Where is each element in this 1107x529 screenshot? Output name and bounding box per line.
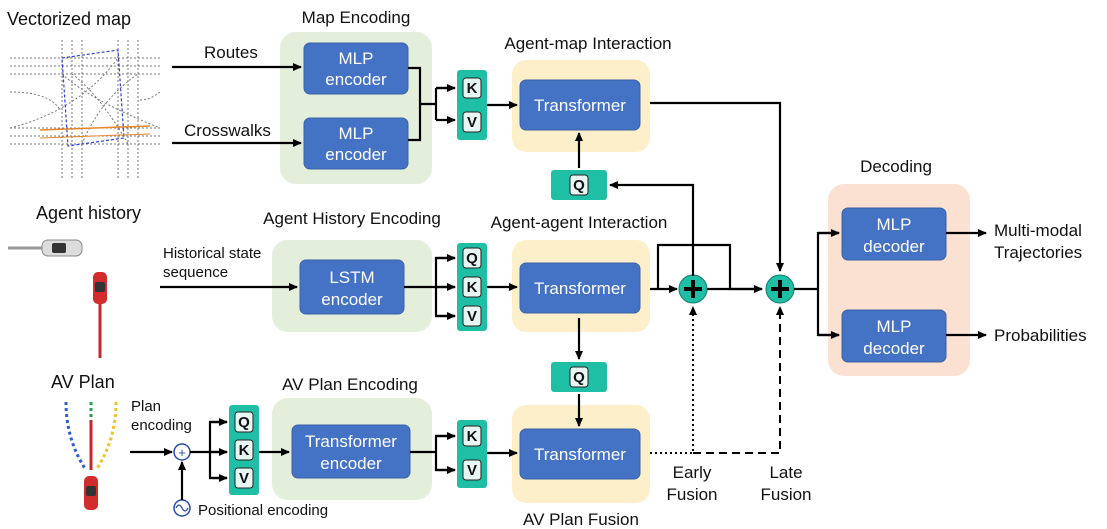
- transformer-av-plan-fusion-label: Transformer: [534, 445, 626, 464]
- plan-qkv-split: [190, 420, 227, 480]
- k-token-history: K: [467, 279, 478, 296]
- mlp-decoder-trajectories-line2: decoder: [863, 237, 925, 256]
- k-token-fusion: K: [467, 428, 478, 445]
- v-token-plan: V: [239, 470, 249, 487]
- av-plan-encoding-title: AV Plan Encoding: [282, 375, 418, 394]
- late-fusion-add: [765, 274, 795, 304]
- mlp-encoder-crosswalks-line1: MLP: [339, 124, 374, 143]
- crosswalks-label: Crosswalks: [184, 121, 271, 140]
- mlp-encoder-routes: MLP encoder: [303, 42, 409, 95]
- q-token-plan: Q: [238, 414, 250, 431]
- lstm-encoder-line2: encoder: [321, 290, 383, 309]
- transformer-agent-map-label: Transformer: [534, 96, 626, 115]
- agent-map-output: [650, 101, 784, 272]
- v-token-history: V: [467, 308, 477, 325]
- transformer-encoder: Transformer encoder: [291, 424, 411, 479]
- map-encoders-merge: [408, 66, 436, 142]
- k-token-map: K: [467, 80, 478, 97]
- mlp-decoder-probabilities-line2: decoder: [863, 339, 925, 358]
- early-fusion-add: [678, 274, 708, 304]
- v-token-fusion: V: [467, 462, 477, 479]
- map-encoding-title: Map Encoding: [302, 8, 411, 27]
- probabilities-output: Probabilities: [994, 326, 1087, 345]
- mlp-encoder-routes-line2: encoder: [325, 70, 387, 89]
- mlp-decoder-trajectories: MLP decoder: [841, 207, 947, 261]
- lstm-encoder: LSTM encoder: [299, 259, 405, 315]
- multimodal-output-1: Multi-modal: [994, 221, 1082, 240]
- agent-agent-interaction-title: Agent-agent Interaction: [491, 213, 668, 232]
- plan-encoding-label-1: Plan: [131, 398, 161, 415]
- mlp-encoder-crosswalks: MLP encoder: [303, 117, 409, 170]
- av-plan-fusion-title: AV Plan Fusion: [523, 510, 639, 529]
- mlp-encoder-crosswalks-line2: encoder: [325, 145, 387, 164]
- kv-stack-map: K V: [457, 70, 487, 140]
- positional-add: +: [173, 443, 191, 461]
- av-plan-label: AV Plan: [51, 372, 115, 392]
- mlp-decoder-trajectories-line1: MLP: [877, 215, 912, 234]
- transformer-av-plan-fusion: Transformer: [519, 428, 641, 480]
- positional-encoding-icon: [173, 499, 191, 517]
- qkv-stack-plan: Q K V: [229, 405, 259, 495]
- transformer-encoder-line2: encoder: [320, 454, 382, 473]
- transformer-agent-agent-label: Transformer: [534, 279, 626, 298]
- map-kv-split: [434, 86, 455, 120]
- late-fusion-label-1: Late: [769, 463, 802, 482]
- transformer-agent-agent: Transformer: [519, 262, 641, 314]
- lstm-encoder-line1: LSTM: [329, 268, 374, 287]
- vectorized-map-image: [9, 40, 161, 178]
- transformer-agent-map: Transformer: [519, 79, 641, 131]
- transformer-encoder-line1: Transformer: [305, 432, 397, 451]
- mlp-decoder-probabilities-line1: MLP: [877, 317, 912, 336]
- historical-state-label-1: Historical state: [163, 245, 261, 262]
- k-token-plan: K: [239, 442, 250, 459]
- early-fusion-label-1: Early: [673, 463, 712, 482]
- early-fusion-label-2: Fusion: [666, 485, 717, 504]
- late-fusion-dashed-path: [693, 306, 784, 454]
- q-query-map: Q: [551, 170, 607, 200]
- kv-stack-fusion: K V: [457, 420, 487, 488]
- historical-state-label-2: sequence: [163, 264, 228, 281]
- early-fusion-dotted-path: [650, 306, 697, 454]
- qkv-stack-history: Q K V: [457, 243, 487, 331]
- agent-agent-bypass: [656, 243, 763, 293]
- agent-map-interaction-title: Agent-map Interaction: [504, 34, 671, 53]
- late-fusion-label-2: Fusion: [760, 485, 811, 504]
- q-token-history: Q: [466, 250, 478, 267]
- decoding-title: Decoding: [860, 157, 932, 176]
- av-plan-image: [64, 401, 118, 510]
- positional-add-sign: +: [178, 445, 186, 460]
- q-query-fusion: Q: [551, 362, 607, 392]
- agent-history-label: Agent history: [36, 203, 141, 223]
- multimodal-output-2: Trajectories: [994, 243, 1082, 262]
- vectorized-map-label: Vectorized map: [7, 9, 131, 29]
- routes-label: Routes: [204, 43, 258, 62]
- agent-history-encoding-title: Agent History Encoding: [263, 209, 441, 228]
- q-token-fusion-query: Q: [573, 369, 585, 386]
- mlp-decoder-probabilities: MLP decoder: [841, 309, 947, 363]
- positional-encoding-label: Positional encoding: [198, 502, 328, 519]
- plan-encoding-label-2: encoding: [131, 417, 192, 434]
- mlp-encoder-routes-line1: MLP: [339, 49, 374, 68]
- q-token-map-query: Q: [573, 177, 585, 194]
- agent-history-image: [8, 239, 107, 358]
- v-token-map: V: [467, 114, 477, 131]
